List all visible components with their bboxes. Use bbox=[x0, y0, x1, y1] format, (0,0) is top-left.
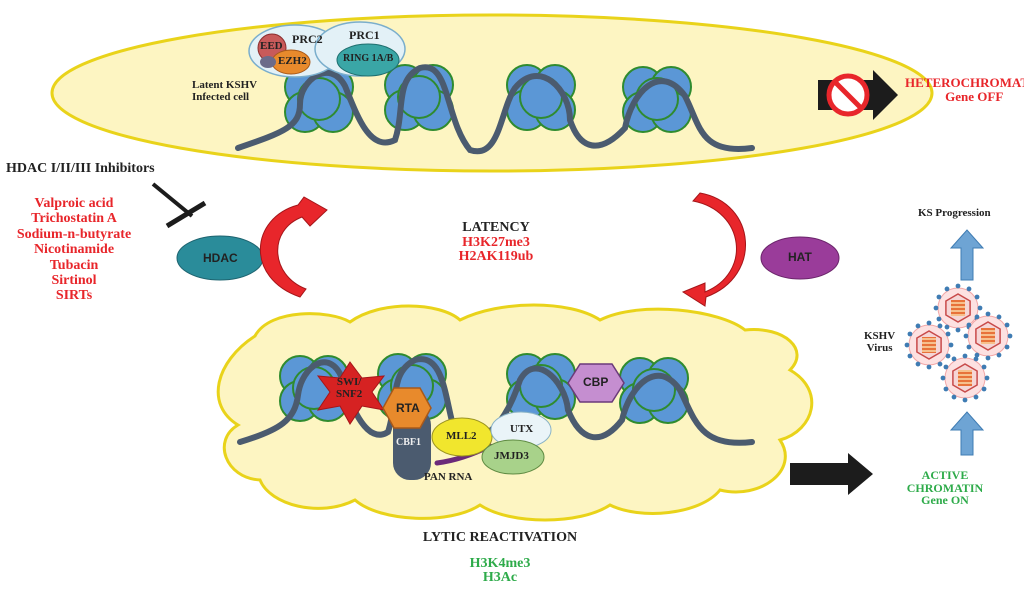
latent-cell-label-line2: Infected cell bbox=[192, 90, 250, 103]
inhibitor-bar bbox=[165, 200, 207, 229]
cbf1-label: CBF1 bbox=[396, 437, 421, 448]
right-curved-arrow bbox=[681, 192, 746, 307]
latency-mark2: H2AK119ub bbox=[458, 249, 534, 265]
inhibitor-item: Valproic acid bbox=[34, 196, 114, 211]
ring-label: RING 1A/B bbox=[343, 53, 394, 64]
inhibitor-item: Nicotinamide bbox=[33, 242, 115, 258]
kshv-virus-particle bbox=[904, 320, 954, 370]
kshv-virus-line1: KSHV bbox=[864, 330, 896, 342]
lytic-block: LYTIC REACTIVATION H3K4me3 H3Ac bbox=[400, 530, 600, 586]
inhibitor-line bbox=[151, 182, 194, 218]
no-entry-slash bbox=[833, 80, 863, 110]
kshv-virus-particle bbox=[940, 353, 990, 403]
jmjd3-protein bbox=[481, 439, 545, 475]
heterochromatin-line1: HETEROCHROMATIN bbox=[905, 75, 1024, 90]
hat-enzyme bbox=[760, 236, 840, 280]
kshv-virus-label: KSHV Virus bbox=[864, 330, 896, 354]
prc2-label: PRC2 bbox=[292, 32, 323, 46]
prc1-label: PRC1 bbox=[349, 28, 380, 42]
prc-shadow bbox=[260, 56, 276, 68]
swi-snf2-label: SWI/ SNF2 bbox=[336, 376, 363, 400]
eed-label: EED bbox=[260, 40, 283, 52]
left-curved-arrow bbox=[260, 196, 328, 298]
inhibitor-item: Trichostatin A bbox=[31, 211, 117, 227]
latent-cell bbox=[50, 13, 934, 173]
lytic-title: LYTIC REACTIVATION bbox=[422, 530, 578, 545]
snf-label: SNF2 bbox=[336, 387, 363, 400]
hdac-label: HDAC bbox=[203, 251, 238, 265]
inhibitors-title: HDAC I/II/III Inhibitors bbox=[6, 161, 155, 176]
lytic-mark2: H3Ac bbox=[482, 570, 518, 586]
inhibitor-item: SIRTs bbox=[55, 288, 93, 304]
kshv-virus-group bbox=[904, 283, 1013, 403]
up-arrow-ks bbox=[949, 229, 985, 281]
lytic-mark1: H3K4me3 bbox=[469, 555, 531, 571]
swi-label: SWI/ bbox=[336, 376, 362, 388]
kshv-virus-line2: Virus bbox=[866, 341, 893, 354]
nucleosome-top-2 bbox=[384, 64, 454, 131]
active-chromatin-label: ACTIVE CHROMATIN Gene ON bbox=[900, 469, 990, 507]
rta-protein bbox=[382, 387, 432, 429]
active-line3: Gene ON bbox=[921, 493, 969, 508]
mll2-label: MLL2 bbox=[446, 430, 477, 442]
kshv-virus-particle bbox=[963, 311, 1013, 361]
active-line1: ACTIVE bbox=[921, 468, 969, 482]
inhibitor-item: Sirtinol bbox=[51, 272, 97, 288]
mll2-protein bbox=[431, 417, 493, 457]
ring1-protein bbox=[336, 43, 400, 77]
ks-progression-label: KS Progression bbox=[918, 207, 991, 219]
dna-strand-top bbox=[235, 64, 755, 155]
heterochromatin-line2: Gene OFF bbox=[945, 88, 1004, 104]
active-line2: CHROMATIN bbox=[906, 480, 984, 495]
latent-cell-label: Latent KSHV Infected cell bbox=[192, 79, 258, 103]
latency-title: LATENCY bbox=[462, 220, 530, 235]
pan-rna-label: PAN RNA bbox=[424, 471, 473, 483]
ezh2-label: EZH2 bbox=[278, 55, 307, 67]
inhibitor-item: Tubacin bbox=[49, 257, 99, 273]
utx-label: UTX bbox=[510, 423, 534, 435]
up-arrow-virus bbox=[949, 411, 985, 456]
hat-label: HAT bbox=[788, 250, 812, 264]
rta-label: RTA bbox=[396, 401, 420, 415]
inhibitor-item: Sodium-n-butyrate bbox=[16, 226, 132, 242]
latent-cell-label-line1: Latent KSHV bbox=[192, 79, 258, 91]
active-chromatin-arrow bbox=[790, 453, 873, 495]
cbp-label: CBP bbox=[583, 375, 609, 389]
heterochromatin-label: HETEROCHROMATIN Gene OFF bbox=[905, 76, 1024, 103]
jmjd3-label: JMJD3 bbox=[494, 450, 529, 462]
swi-snf2-protein bbox=[316, 361, 386, 425]
latency-mark1: H3K27me3 bbox=[462, 234, 530, 250]
cbp-protein bbox=[567, 363, 625, 403]
latency-block: LATENCY H3K27me3 H2AK119ub bbox=[430, 220, 562, 265]
